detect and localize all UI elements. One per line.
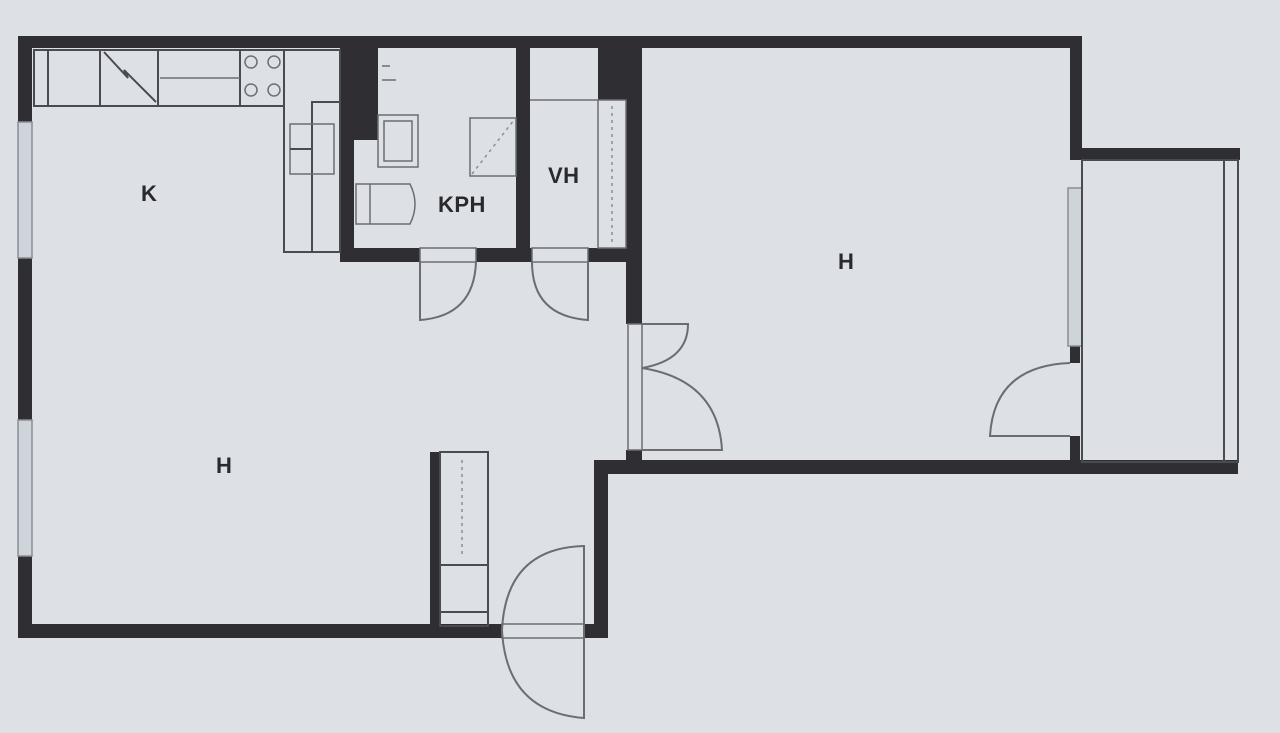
- kitchen-counter: [33, 49, 341, 253]
- room-label-kitchen: K: [141, 181, 158, 206]
- interior-walls: [340, 40, 642, 632]
- outer-walls: [18, 36, 1240, 638]
- room-label-living-room: H: [216, 453, 233, 478]
- bathroom-fixtures: [355, 65, 517, 225]
- windows: [17, 121, 1083, 557]
- doors: [419, 247, 1071, 720]
- balcony: [1081, 159, 1239, 463]
- room-label-bedroom: H: [838, 249, 855, 274]
- closet-shelves: [530, 99, 627, 249]
- room-label-bathroom: KPH: [438, 192, 486, 217]
- hall-wardrobe: [439, 451, 489, 627]
- room-label-walk-in-closet: VH: [548, 163, 580, 188]
